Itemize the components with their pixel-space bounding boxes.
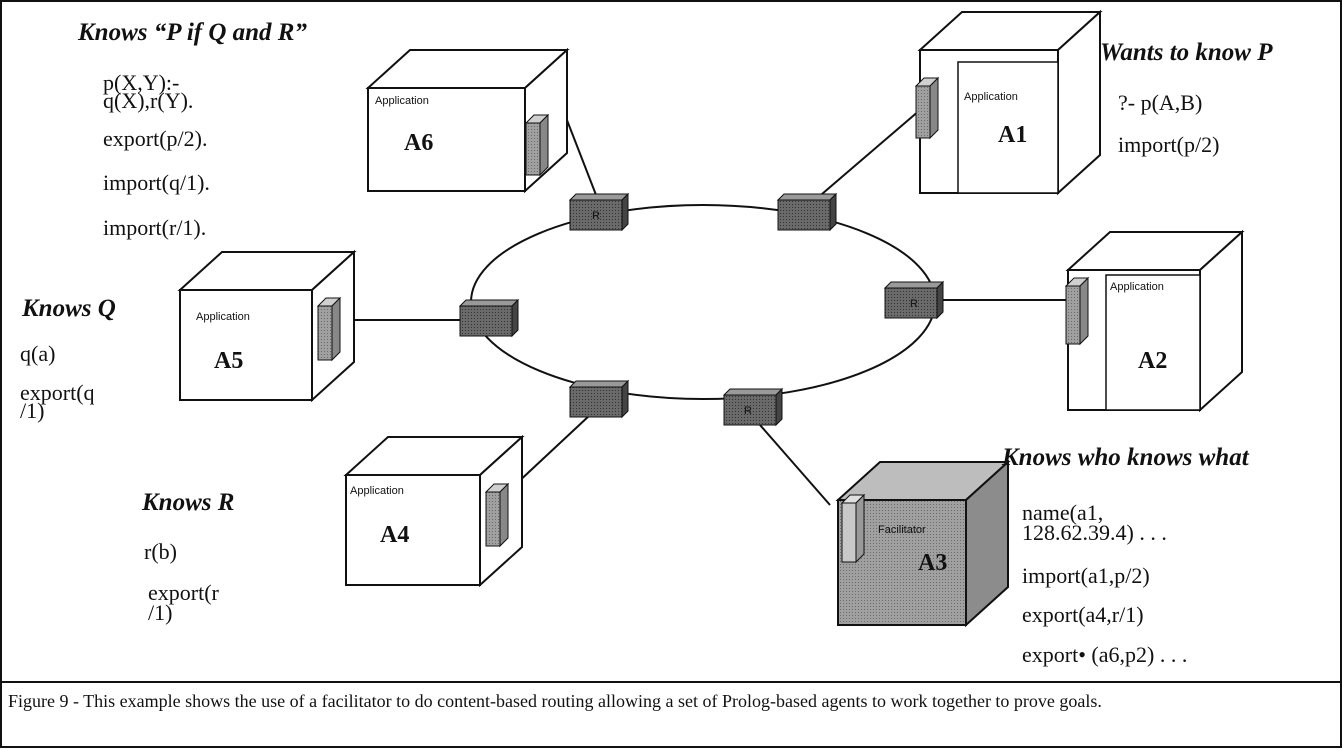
code-line: export(a4,r/1) (1022, 602, 1144, 627)
application-a6[interactable]: Application A6 (365, 47, 570, 194)
box-label: Application (1110, 281, 1164, 293)
application-a2[interactable]: Application A2 (1064, 229, 1245, 413)
port-icon (1064, 276, 1090, 346)
box-label: Facilitator (878, 524, 926, 536)
code-line: export(p/2). (103, 126, 207, 151)
link-a1 (814, 109, 921, 201)
code-line: /1) (148, 600, 172, 625)
code-line: import(r/1). (103, 215, 206, 240)
code-line: import(q/1). (103, 170, 210, 195)
annotation-heading: Knows Q (21, 295, 116, 322)
link-a3 (759, 424, 831, 506)
annotation-a1: Wants to know P ?- p(A,B) import(p/2) (1100, 39, 1273, 157)
node-mark: R (744, 405, 752, 417)
box-label: Application (196, 311, 250, 323)
code-line: q(X),r(Y). (103, 88, 193, 113)
agent-name: A2 (1138, 348, 1167, 374)
code-line: import(p/2) (1118, 132, 1219, 157)
code-line: /1) (20, 398, 44, 423)
annotation-a3: Knows who knows what name(a1, 128.62.39.… (1001, 444, 1250, 667)
code-line: r(b) (144, 539, 177, 564)
code-line: ?- p(A,B) (1118, 90, 1202, 115)
agent-name: A3 (918, 550, 947, 576)
ring-node-a3[interactable]: R (722, 387, 784, 427)
connections (340, 109, 1066, 506)
agent-name: A6 (404, 130, 433, 156)
ring-node-a1[interactable] (776, 192, 838, 232)
annotation-heading: Wants to know P (1100, 39, 1273, 66)
facilitator-a3[interactable]: Facilitator A3 (835, 459, 1011, 628)
ring-node-a5[interactable] (458, 298, 520, 338)
code-line: export(q (20, 380, 95, 405)
node-mark: R (592, 210, 600, 222)
ring-node-a6[interactable]: R (568, 192, 630, 232)
code-line: export(r (148, 580, 220, 605)
ring-node-a4[interactable] (568, 379, 630, 419)
code-line: import(a1,p/2) (1022, 563, 1150, 588)
application-a5[interactable]: Application A5 (177, 249, 357, 403)
annotation-a5: Knows Q q(a) export(q /1) (20, 295, 116, 423)
link-a6 (564, 114, 599, 201)
port-icon (316, 296, 342, 362)
box-label: Application (964, 91, 1018, 103)
port-icon (914, 76, 940, 140)
box-label: Application (350, 485, 404, 497)
port-icon (524, 113, 550, 177)
box-label: Application (375, 95, 429, 107)
agent-name: A5 (214, 348, 243, 374)
annotation-heading: Knows R (141, 489, 234, 516)
application-a4[interactable]: Application A4 (343, 434, 525, 588)
code-line: 128.62.39.4) . . . (1022, 520, 1167, 545)
port-icon (484, 482, 510, 548)
code-line: q(a) (20, 341, 55, 366)
annotation-a4: Knows R r(b) export(r /1) (141, 489, 234, 625)
node-mark: R (910, 298, 918, 310)
agent-name: A4 (380, 522, 409, 548)
ring-node-a2[interactable]: R (883, 280, 945, 320)
network-ring (470, 204, 936, 400)
code-line: p(X,Y):- (103, 70, 179, 95)
agent-name: A1 (998, 122, 1027, 148)
annotation-heading: Knows who knows what (1001, 444, 1250, 471)
code-line: name(a1, (1022, 500, 1103, 525)
annotation-a6: Knows “P if Q and R” p(X,Y):- q(X),r(Y).… (77, 19, 307, 240)
code-line: export• (a6,p2) . . . (1022, 642, 1187, 667)
annotation-heading: Knows “P if Q and R” (77, 19, 307, 46)
link-a4 (514, 414, 591, 486)
figure-caption: Figure 9 - This example shows the use of… (8, 691, 1102, 711)
application-a1[interactable]: Application A1 (914, 9, 1103, 196)
port-icon (840, 493, 866, 564)
